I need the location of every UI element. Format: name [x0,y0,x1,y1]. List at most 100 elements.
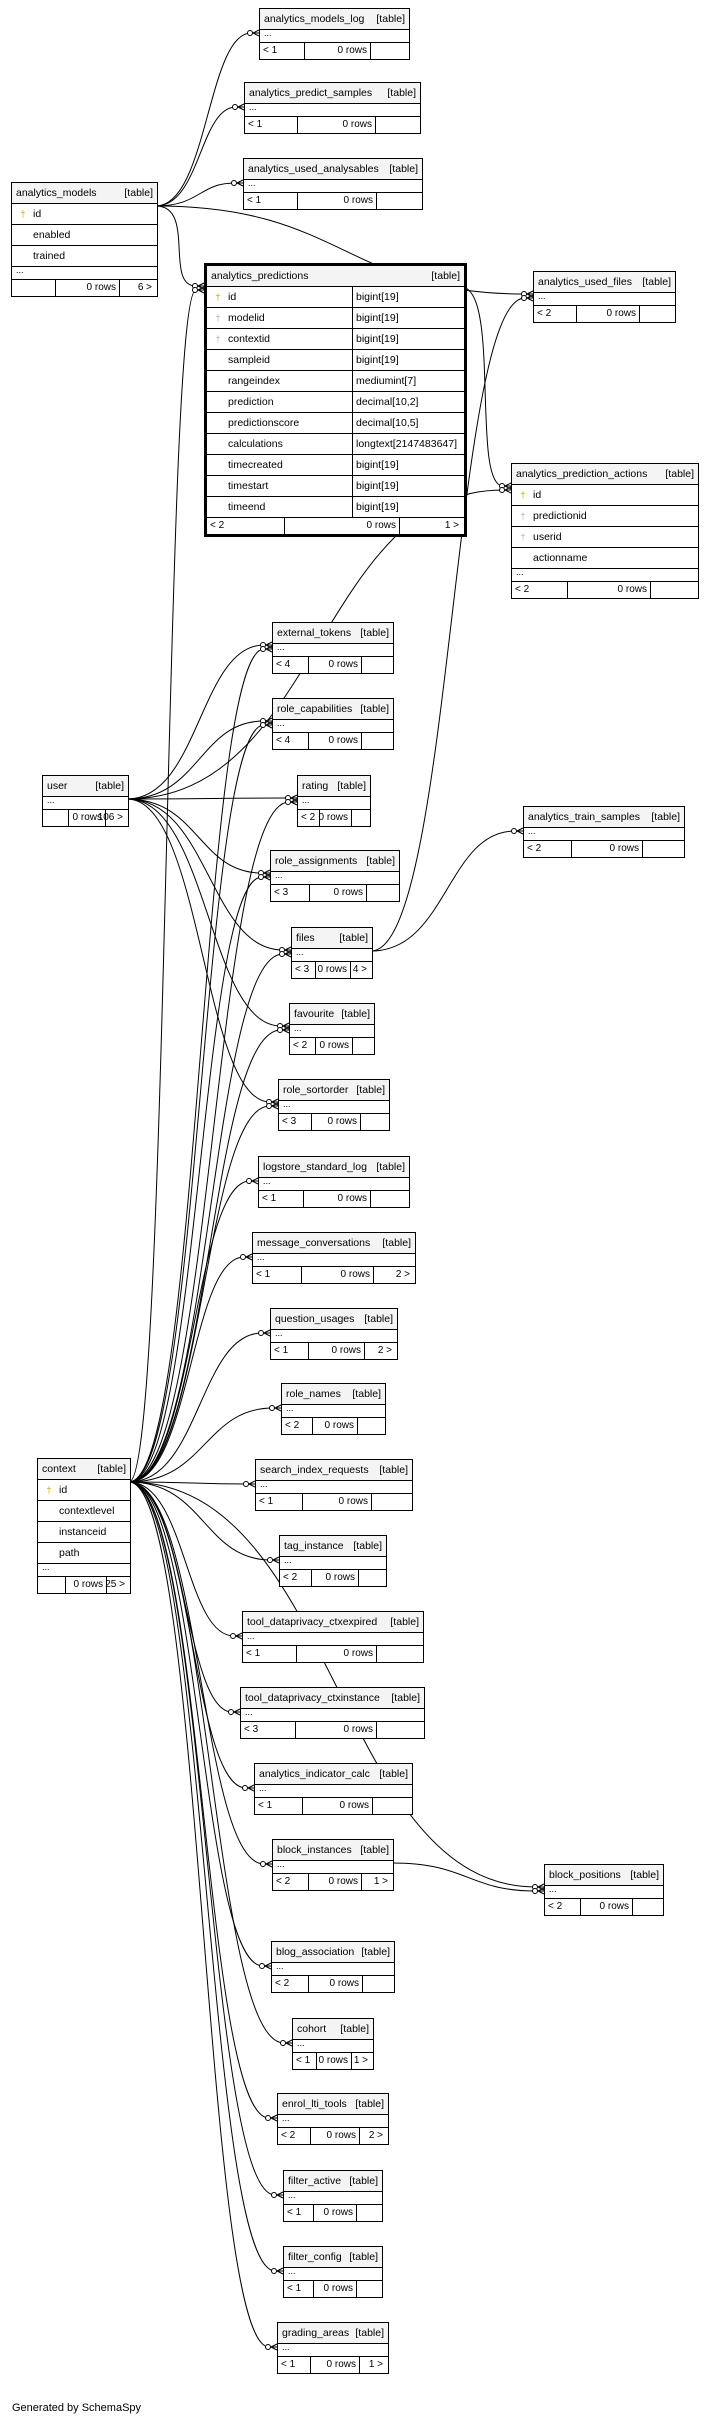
table-name[interactable]: enrol_lti_tools [282,2097,347,2110]
table-name[interactable]: search_index_requests [260,1463,369,1476]
children-count[interactable]: 2 > [364,1343,395,1359]
table-header[interactable]: filter_active[table] [284,2171,382,2192]
table-header[interactable]: logstore_standard_log[table] [259,1157,409,1178]
parents-count[interactable]: < 2 [537,308,552,319]
parents-count[interactable]: < 2 [283,1572,298,1583]
children-count[interactable] [372,1798,410,1814]
table-name[interactable]: analytics_predictions [211,269,309,282]
children-count[interactable] [360,1114,387,1130]
column-row[interactable]: path [38,1543,130,1564]
table-header[interactable]: blog_association[table] [272,1942,394,1963]
children-count[interactable] [376,1722,422,1738]
table-header[interactable]: search_index_requests[table] [256,1460,412,1481]
children-count[interactable] [632,1899,661,1915]
table-header[interactable]: user[table] [43,776,128,797]
column-row[interactable]: contextlevel [38,1501,130,1522]
parents-count[interactable]: < 3 [274,887,289,898]
table-name[interactable]: analytics_models_log [264,12,365,25]
children-count[interactable]: 2 > [373,1267,413,1283]
table-header[interactable]: context[table] [38,1459,130,1480]
children-count[interactable]: 1 > [359,2357,386,2373]
table-header[interactable]: analytics_models[table] [12,183,157,204]
column-row[interactable]: trained [12,246,157,267]
table-name[interactable]: blog_association [276,1945,355,1958]
parents-count[interactable]: < 1 [263,45,278,56]
children-count[interactable]: 1 > [351,2053,371,2069]
table-header[interactable]: analytics_prediction_actions[table] [512,464,698,485]
table-header[interactable]: grading_areas[table] [278,2323,388,2344]
children-count[interactable] [642,841,682,857]
parents-count[interactable]: < 2 [301,812,316,823]
table-name[interactable]: analytics_predict_samples [249,86,373,99]
children-count[interactable] [357,1418,383,1434]
table-name[interactable]: favourite [294,1007,335,1020]
table-header[interactable]: external_tokens[table] [273,623,393,644]
parents-count[interactable]: < 3 [244,1724,259,1735]
children-count[interactable] [366,885,397,901]
table-name[interactable]: cohort [297,2022,327,2035]
table-name[interactable]: message_conversations [257,1236,371,1249]
children-count[interactable]: 1 > [361,1874,391,1890]
parents-count[interactable]: < 4 [276,659,291,670]
table-name[interactable]: role_sortorder [283,1083,349,1096]
parents-count[interactable]: < 1 [248,119,263,130]
children-count[interactable]: 106 > [98,810,126,826]
children-count[interactable] [351,810,368,826]
parents-count[interactable]: < 2 [293,1040,308,1051]
parents-count[interactable]: < 2 [281,2130,296,2141]
parents-count[interactable]: < 2 [210,520,225,531]
table-name[interactable]: external_tokens [277,626,352,639]
table-name[interactable]: files [296,931,315,944]
table-header[interactable]: tool_dataprivacy_ctxinstance[table] [241,1688,424,1709]
table-header[interactable]: role_sortorder[table] [279,1080,389,1101]
children-count[interactable]: 4 > [350,962,370,978]
children-count[interactable] [356,2281,380,2297]
children-count[interactable] [362,1976,392,1992]
table-header[interactable]: favourite[table] [290,1004,374,1025]
table-header[interactable]: rating[table] [298,776,370,797]
table-header[interactable]: analytics_train_samples[table] [524,807,684,828]
parents-count[interactable]: < 3 [282,1116,297,1127]
column-row[interactable]: enabled [12,225,157,246]
table-header[interactable]: cohort[table] [293,2019,373,2040]
children-count[interactable] [370,1191,407,1207]
children-count[interactable] [650,582,696,598]
table-header[interactable]: enrol_lti_tools[table] [278,2094,388,2115]
parents-count[interactable]: < 1 [274,1345,289,1356]
table-name[interactable]: block_instances [277,1843,352,1856]
children-count[interactable] [370,43,407,59]
table-name[interactable]: analytics_prediction_actions [516,467,648,480]
table-header[interactable]: role_names[table] [282,1384,385,1405]
parents-count[interactable]: < 1 [256,1269,271,1280]
table-name[interactable]: rating [302,779,329,792]
parents-count[interactable]: < 3 [295,964,310,975]
children-count[interactable]: 6 > [119,280,155,296]
table-name[interactable]: analytics_train_samples [528,810,641,823]
table-header[interactable]: block_instances[table] [273,1840,393,1861]
parents-count[interactable]: < 2 [515,584,530,595]
children-count[interactable] [356,2205,380,2221]
column-row[interactable]: †userid [512,527,698,548]
table-name[interactable]: analytics_indicator_calc [259,1767,370,1780]
parents-count[interactable]: < 2 [527,843,542,854]
parents-count[interactable]: < 2 [548,1901,563,1912]
